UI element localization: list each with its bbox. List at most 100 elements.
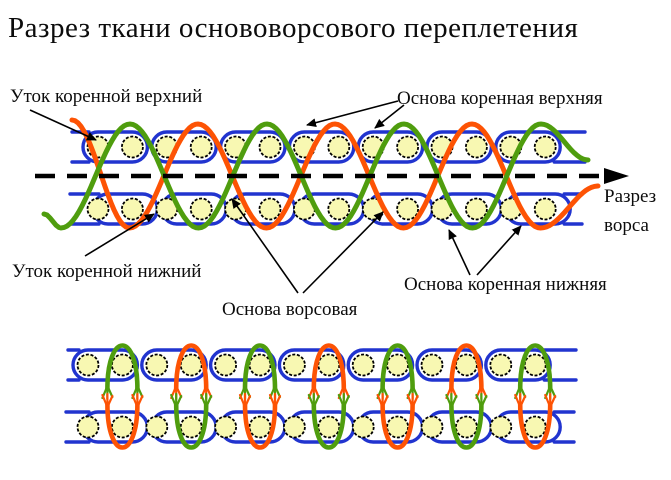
weft-yarn-circle (179, 415, 203, 439)
pile-tuft-fray (480, 384, 488, 399)
weft-yarn-circle (189, 135, 213, 159)
pile-tuft-fray (411, 384, 419, 399)
label-pile-warp: Основа ворсовая (222, 299, 358, 320)
pile-tuft-arch-bottom-fabric (105, 401, 140, 450)
weft-yarn-circle (351, 415, 375, 439)
cut-line-arrowhead (604, 168, 629, 184)
weft-yarn-circle (489, 415, 513, 439)
pile-warp-green-curve (41, 121, 591, 231)
pile-tuft-arch-bottom-fabric (380, 401, 415, 450)
weft-yarn-circle (396, 135, 420, 159)
weft-yarn-circle (386, 353, 410, 377)
pile-tuft-fray (411, 394, 419, 409)
weft-yarn-circle (489, 353, 513, 377)
pile-tuft-arch-bottom-fabric (517, 401, 553, 450)
weft-yarn-circle (111, 353, 134, 377)
pile-tuft-fray (136, 384, 144, 399)
weft-yarn-circle (76, 353, 100, 377)
pile-tuft-arch-top-fabric (311, 343, 347, 392)
pile-tuft-fray (519, 394, 527, 409)
pile-tuft-arch-bottom-fabric (242, 401, 278, 450)
weft-yarn-circle (396, 197, 420, 221)
pile-tuft-fray (450, 394, 458, 409)
weft-yarn-circle (317, 415, 341, 439)
pile-tuft-fray (273, 384, 282, 399)
arrow-upper-ground-warp-2 (374, 104, 405, 129)
pile-tuft-fray (312, 384, 320, 399)
weft-yarn-circle (120, 197, 144, 221)
label-upper-ground-weft: Уток коренной верхний (10, 86, 203, 107)
pile-tuft-arch-top-fabric (517, 343, 553, 392)
weft-yarn-circle (327, 135, 351, 159)
pile-tuft-arch-bottom-fabric (173, 401, 209, 450)
annotation-arrows (29, 100, 522, 294)
weft-yarn-circle (145, 415, 169, 439)
main-weave-cross-section (35, 117, 629, 231)
pile-tuft-arch-bottom-fabric (311, 401, 347, 450)
weft-yarn-circle (258, 135, 282, 159)
weft-yarn-circle (179, 353, 203, 377)
pile-tuft-arch-top-fabric (380, 343, 415, 392)
weft-yarn-circle (86, 197, 110, 221)
pile-tuft-fray (243, 394, 252, 409)
weft-yarn-circle (420, 415, 444, 439)
pile-tuft-fray (381, 384, 389, 399)
weft-yarn-circle (351, 353, 375, 377)
pile-tuft-fray (519, 384, 527, 399)
weft-yarn-circle (533, 135, 557, 159)
weft-yarn-circle (327, 197, 351, 221)
weft-yarn-circle (282, 415, 306, 439)
pile-tuft-fray (549, 394, 557, 409)
pile-tuft-arch-top-fabric (105, 343, 140, 392)
weft-yarn-circle (420, 353, 444, 377)
label-upper-ground-warp: Основа коренная верхняя (397, 88, 603, 109)
weft-yarn-circle (189, 197, 213, 221)
pile-tuft-fray (136, 394, 144, 409)
weft-yarn-circle (248, 415, 272, 439)
pile-tuft-fray (106, 394, 114, 409)
label-lower-ground-warp: Основа коренная нижняя (404, 274, 607, 295)
arrow-pile-warp-orange (302, 211, 384, 294)
weft-yarn-circle (120, 135, 144, 159)
weft-yarn-circle (248, 353, 272, 377)
weft-yarn-circle (523, 415, 547, 439)
weft-yarn-circle (317, 353, 341, 377)
pile-warp-orange-curve (69, 117, 601, 231)
pile-tuft-fray (273, 394, 282, 409)
pile-tuft-fray (175, 394, 183, 409)
pile-tuft-fray (243, 384, 252, 399)
pile-tuft-fray (480, 394, 488, 409)
weft-yarn-circle (282, 353, 306, 377)
arrow-pile-warp-green (231, 198, 299, 294)
pile-tuft-arch-top-fabric (449, 343, 484, 392)
weft-yarn-circle (464, 135, 488, 159)
pile-tuft-fray (205, 384, 213, 399)
arrow-upper-ground-warp-1 (306, 100, 399, 128)
arrow-lower-ground-warp-2 (476, 225, 522, 276)
pile-tuft-fray (342, 384, 350, 399)
weft-yarn-circle (145, 353, 169, 377)
label-lower-ground-weft: Уток коренной нижний (12, 261, 202, 282)
weft-yarn-circle (533, 197, 557, 221)
weft-yarn-circle (76, 415, 100, 439)
weft-yarn-circle (454, 415, 478, 439)
pile-tuft-fray (205, 394, 213, 409)
pile-tuft-fray (312, 394, 320, 409)
page-title: Разрез ткани основоворсового переплетени… (8, 12, 579, 44)
weft-yarn-circle (214, 353, 238, 377)
pile-tuft-fray (450, 384, 458, 399)
weft-yarn-circle (454, 353, 478, 377)
pile-tuft-fray (381, 394, 389, 409)
weft-yarn-circle (111, 415, 134, 439)
weft-yarn-circle (464, 197, 488, 221)
pile-tuft-fray (106, 384, 114, 399)
label-pile-cut: Разрез ворса (604, 186, 657, 236)
pile-tuft-arch-top-fabric (242, 343, 278, 392)
arrow-upper-ground-weft (29, 109, 97, 141)
arrow-lower-ground-warp-1 (448, 229, 471, 276)
weft-yarn-circle (523, 353, 547, 377)
cut-fabrics-diagram (64, 343, 578, 450)
pile-tuft-fray (175, 384, 183, 399)
